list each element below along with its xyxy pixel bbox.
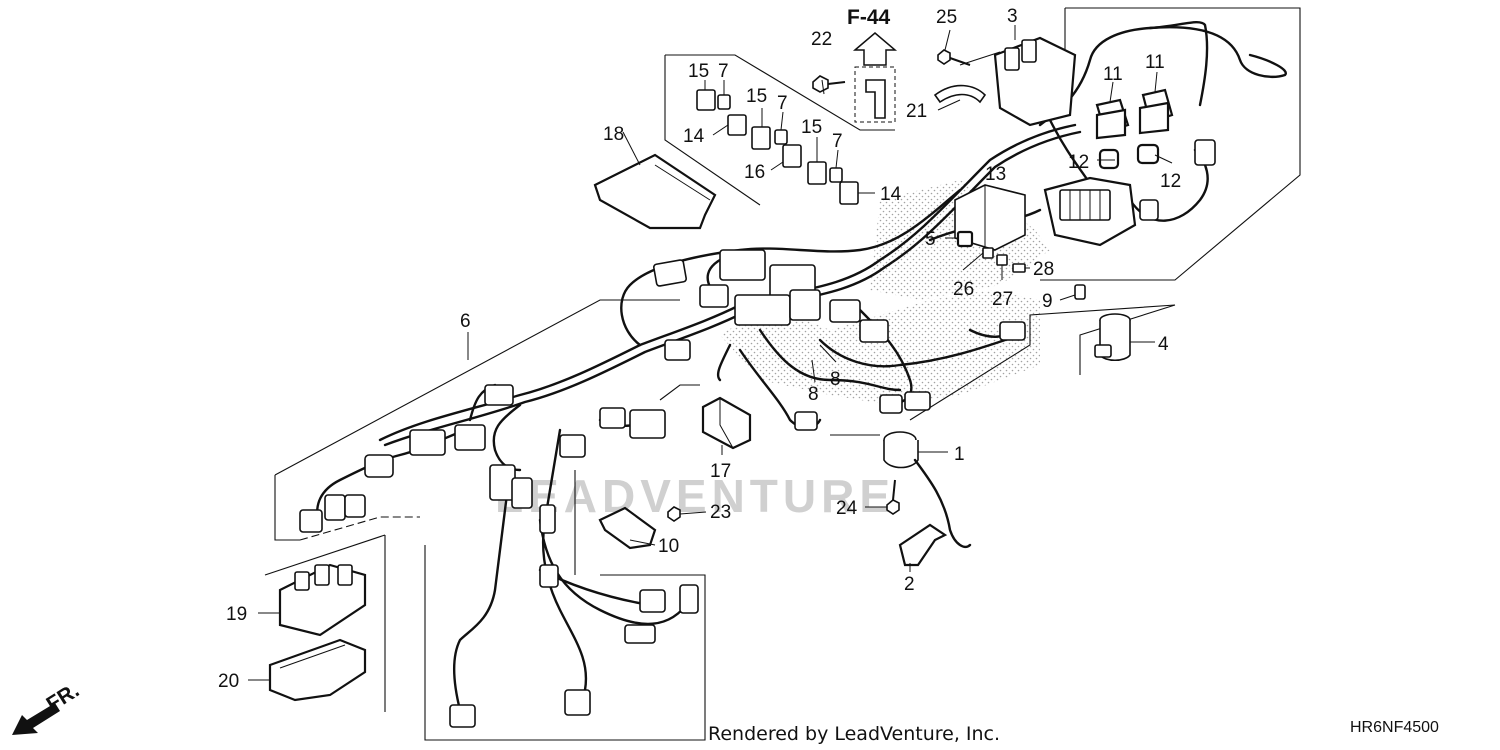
part-17-unit <box>701 396 752 450</box>
part-20-cover <box>268 638 367 702</box>
part-3-module <box>993 36 1077 127</box>
callout-8-a: 8 <box>808 384 819 405</box>
callout-4: 4 <box>1158 334 1169 355</box>
callout-13: 13 <box>985 164 1006 185</box>
callout-15-c: 15 <box>801 117 822 138</box>
callout-18: 18 <box>603 124 624 145</box>
diagram-code: HR6NF4500 <box>1350 719 1439 736</box>
clamp-21 <box>933 84 987 104</box>
reference-label: F-44 <box>847 6 891 29</box>
leader-lines <box>248 25 1173 681</box>
callout-7-a: 7 <box>718 61 729 82</box>
group-frame-relays <box>664 54 895 206</box>
bolt-23 <box>667 506 681 522</box>
callout-19: 19 <box>226 604 247 625</box>
part-2-plug-cap <box>898 523 948 567</box>
callout-21: 21 <box>906 101 927 122</box>
harness-connectors <box>299 139 1216 728</box>
bolt-24 <box>886 479 900 515</box>
callout-6: 6 <box>460 311 471 332</box>
callout-12-a: 12 <box>1068 152 1089 173</box>
bolt-25 <box>937 49 971 66</box>
bolt-22 <box>812 75 846 93</box>
group-frame-main-harness <box>274 299 1176 541</box>
callout-11-b: 11 <box>1145 52 1165 73</box>
part-12-caps <box>1098 143 1160 170</box>
callout-14-b: 14 <box>880 184 902 205</box>
reference-arrow-f44 <box>852 32 898 123</box>
callout-2: 2 <box>904 574 915 595</box>
group-frame-ecu <box>264 516 420 712</box>
part-19-ecu <box>278 563 367 637</box>
part-1-ignition-coil <box>883 431 972 549</box>
callout-20: 20 <box>218 671 239 692</box>
callout-15-b: 15 <box>746 86 767 107</box>
callout-7-b: 7 <box>777 93 788 114</box>
fuse-block <box>1043 176 1137 247</box>
callout-27: 27 <box>992 289 1013 310</box>
part-11-switches <box>1095 88 1174 140</box>
callout-16: 16 <box>744 162 765 183</box>
callout-11-a: 11 <box>1103 64 1123 85</box>
callout-15-a: 15 <box>688 61 709 82</box>
callout-14-a: 14 <box>683 126 705 147</box>
callout-25: 25 <box>936 7 957 28</box>
part-4-sensor <box>1094 313 1131 362</box>
callout-8-b: 8 <box>830 369 841 390</box>
fuse-9 <box>1074 284 1086 300</box>
group-frame-lower-harness <box>424 470 706 741</box>
callout-22: 22 <box>811 29 832 50</box>
callout-17: 17 <box>710 461 731 482</box>
front-direction-arrow <box>12 703 60 735</box>
callout-9: 9 <box>1042 291 1053 312</box>
relays-group <box>696 89 859 205</box>
callout-7-c: 7 <box>832 131 843 152</box>
group-frame-sensor-4 <box>1079 304 1176 375</box>
callout-28: 28 <box>1033 259 1054 280</box>
part-10-bracket <box>598 506 657 550</box>
callout-3: 3 <box>1007 6 1018 27</box>
callout-24: 24 <box>836 498 858 519</box>
callout-26: 26 <box>953 279 974 300</box>
footer-credit: Rendered by LeadVenture, Inc. <box>708 723 1000 745</box>
callout-1: 1 <box>954 444 965 465</box>
callout-5: 5 <box>925 229 936 250</box>
callout-23: 23 <box>710 502 731 523</box>
callout-12-b: 12 <box>1160 171 1181 192</box>
fuses-5-26-27-28 <box>956 230 1026 273</box>
callout-10: 10 <box>658 536 679 557</box>
part-18-cover <box>593 153 717 230</box>
